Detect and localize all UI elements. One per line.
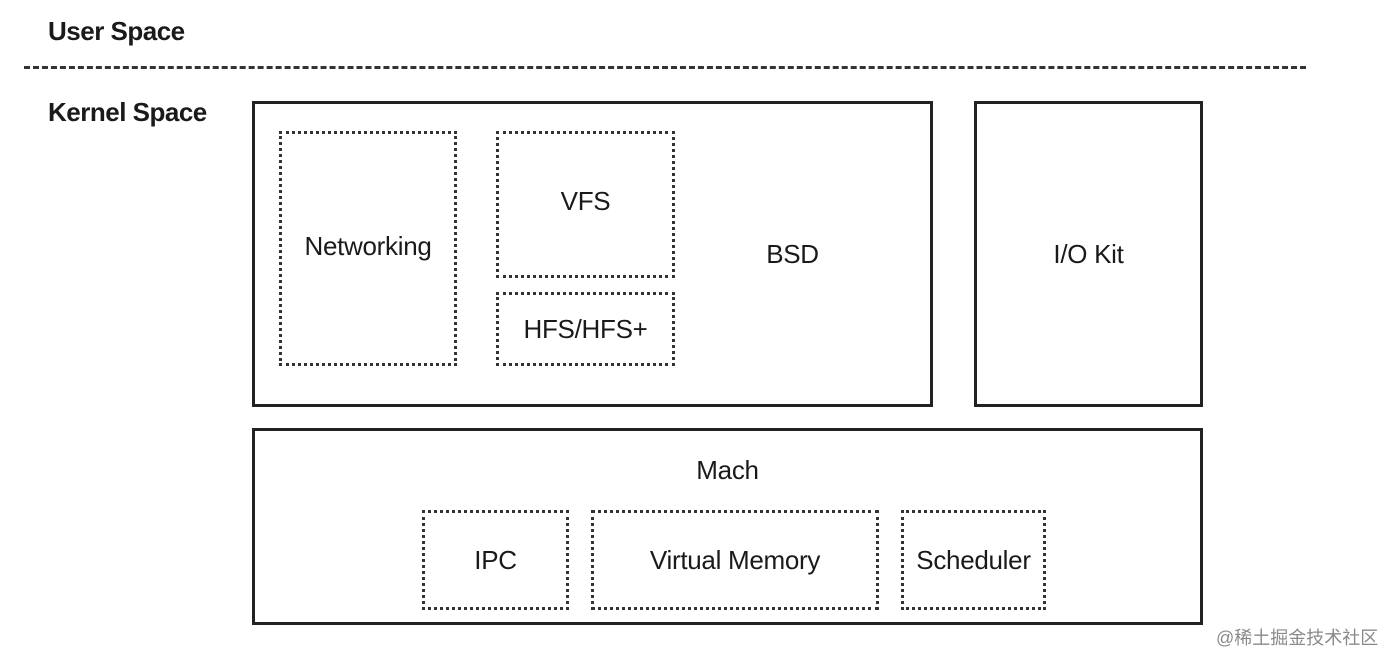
kernel-space-label: Kernel Space — [48, 97, 207, 127]
hfs-label: HFS/HFS+ — [523, 313, 648, 344]
mach-label: Mach — [696, 455, 759, 485]
iokit-label: I/O Kit — [1053, 238, 1124, 269]
iokit-block: I/O Kit — [974, 101, 1203, 407]
watermark-text: @稀土掘金技术社区 — [1216, 628, 1379, 648]
virtual-memory-box: Virtual Memory — [591, 510, 879, 610]
user-kernel-divider — [24, 66, 1306, 69]
networking-label: Networking — [304, 231, 432, 261]
scheduler-box: Scheduler — [901, 510, 1046, 610]
networking-box: Networking — [279, 131, 457, 366]
hfs-box: HFS/HFS+ — [496, 292, 675, 366]
bsd-label: BSD — [255, 104, 930, 404]
vfs-label: VFS — [560, 186, 611, 216]
virtual-memory-label: Virtual Memory — [649, 544, 821, 575]
ipc-label: IPC — [474, 544, 517, 575]
vfs-box: VFS — [496, 131, 675, 278]
scheduler-label: Scheduler — [916, 544, 1031, 575]
ipc-box: IPC — [422, 510, 569, 610]
user-space-label: User Space — [48, 16, 185, 46]
bsd-label-text: BSD — [766, 238, 819, 269]
